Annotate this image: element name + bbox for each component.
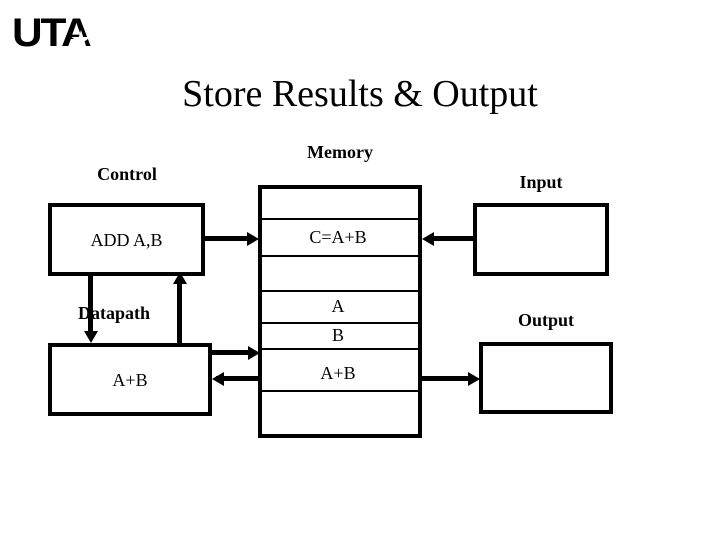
memory-divider-3 [262,290,418,292]
arrow-input-to-memory-shaft [430,236,473,241]
input-label: Input [519,172,563,192]
arrow-control-to-datapath-head [83,331,98,343]
control-box-text: ADD A,B [90,229,163,250]
arrow-input-to-memory-head [422,231,434,246]
arrow-memory-to-datapath-shaft [216,376,260,381]
memory-divider-2 [262,255,418,257]
arrow-control-to-memory-head [247,231,259,246]
control-label: Control [97,164,157,184]
arrow-memory-to-datapath-head [212,371,224,386]
arrow-memory-to-output-head [468,371,480,386]
output-label: Output [517,310,575,330]
memory-divider-4 [262,322,418,324]
memory-cell-1: C=A+B [309,227,367,247]
arrow-memory-to-output-shaft [420,376,470,381]
uta-wordmark: UTA [12,11,92,55]
arrow-datapath-to-memory-shaft [212,350,254,355]
output-box [479,342,613,414]
memory-divider-1 [262,218,418,220]
input-box [473,203,609,276]
datapath-box-text: A+B [112,369,148,390]
uta-logo: UTA [12,12,192,54]
memory-label: Memory [307,142,373,162]
control-box: ADD A,B [48,203,205,276]
memory-divider-6 [262,390,418,392]
datapath-label: Datapath [78,303,151,323]
arrow-datapath-to-memory-head [248,345,260,360]
memory-cell-4: B [331,325,344,345]
arrow-control-to-datapath-shaft [88,276,93,334]
arrow-datapath-to-control-head [172,272,187,284]
arrow-control-to-memory-shaft [205,236,253,241]
slide-title: Store Results & Output [182,73,538,115]
memory-cell-3: A [331,296,345,316]
datapath-box: A+B [48,343,212,416]
arrow-datapath-to-control-shaft [177,283,182,343]
memory-box [258,185,422,438]
memory-cell-5: A+B [320,363,356,383]
memory-divider-5 [262,348,418,350]
